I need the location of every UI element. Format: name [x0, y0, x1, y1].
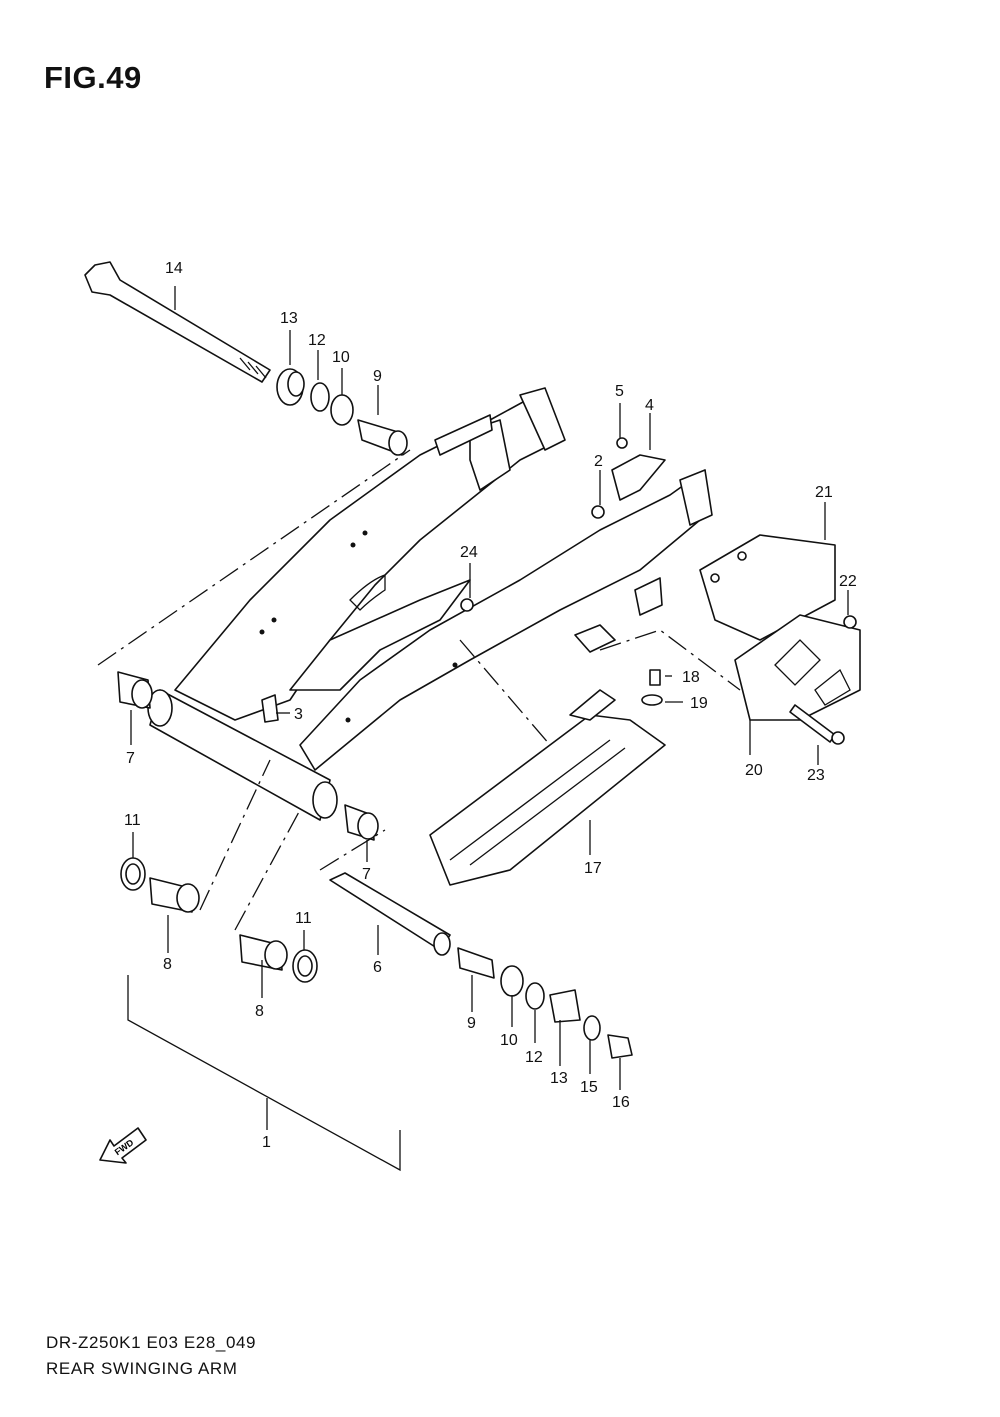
callout-16: 16	[612, 1094, 630, 1111]
chain-guide-21	[699, 534, 836, 641]
callout-9-lower: 9	[467, 1015, 476, 1032]
small-hardware	[261, 598, 857, 745]
callout-7-right: 7	[362, 866, 371, 883]
swingarm-body	[147, 387, 713, 821]
chain-slider-17	[429, 689, 666, 886]
callout-23: 23	[807, 767, 825, 784]
callout-10-lower: 10	[500, 1032, 518, 1049]
callout-24: 24	[460, 544, 478, 561]
callout-10-upper: 10	[332, 349, 350, 366]
callout-19: 19	[690, 695, 708, 712]
callout-18: 18	[682, 669, 700, 686]
fwd-arrow-icon: FWD	[99, 1127, 147, 1164]
callout-15: 15	[580, 1079, 598, 1096]
callout-2: 2	[594, 453, 603, 470]
callout-12-lower: 12	[525, 1049, 543, 1066]
figure-title: FIG.49	[44, 60, 142, 95]
callout-20: 20	[745, 762, 763, 779]
leader-lines	[97, 286, 849, 1172]
callout-6: 6	[373, 959, 382, 976]
pivot-shaft-14	[84, 261, 271, 383]
lower-shaft-hardware	[329, 872, 633, 1059]
callout-11-left: 11	[124, 812, 141, 829]
callout-12-upper: 12	[308, 332, 326, 349]
callout-13-lower: 13	[550, 1070, 568, 1087]
callout-1: 1	[262, 1134, 271, 1151]
bearing-7-right	[344, 804, 379, 841]
guide-bracket-4	[591, 437, 666, 519]
lower-left-spacers	[120, 857, 318, 983]
assembly-name: REAR SWINGING ARM	[46, 1359, 238, 1378]
callout-5: 5	[615, 383, 624, 400]
callout-8-left: 8	[163, 956, 172, 973]
callout-9-upper: 9	[373, 368, 382, 385]
callout-11-right: 11	[295, 910, 312, 927]
callout-17: 17	[584, 860, 602, 877]
model-code: DR-Z250K1 E03 E28_049	[46, 1333, 257, 1352]
callout-7-left: 7	[126, 750, 135, 767]
callout-8-right: 8	[255, 1003, 264, 1020]
callout-4: 4	[645, 397, 654, 414]
callout-13-upper: 13	[280, 310, 298, 327]
callout-14: 14	[165, 260, 183, 277]
callout-21: 21	[815, 484, 833, 501]
upper-hardware-stack	[276, 368, 408, 456]
callout-3: 3	[294, 706, 303, 723]
bearing-7-left	[117, 671, 153, 709]
callout-labels: 1 2 3 4 5 6 7 7 8 8 9 9 10 10 11 11 12 1…	[124, 260, 857, 1151]
callout-22: 22	[839, 573, 857, 590]
